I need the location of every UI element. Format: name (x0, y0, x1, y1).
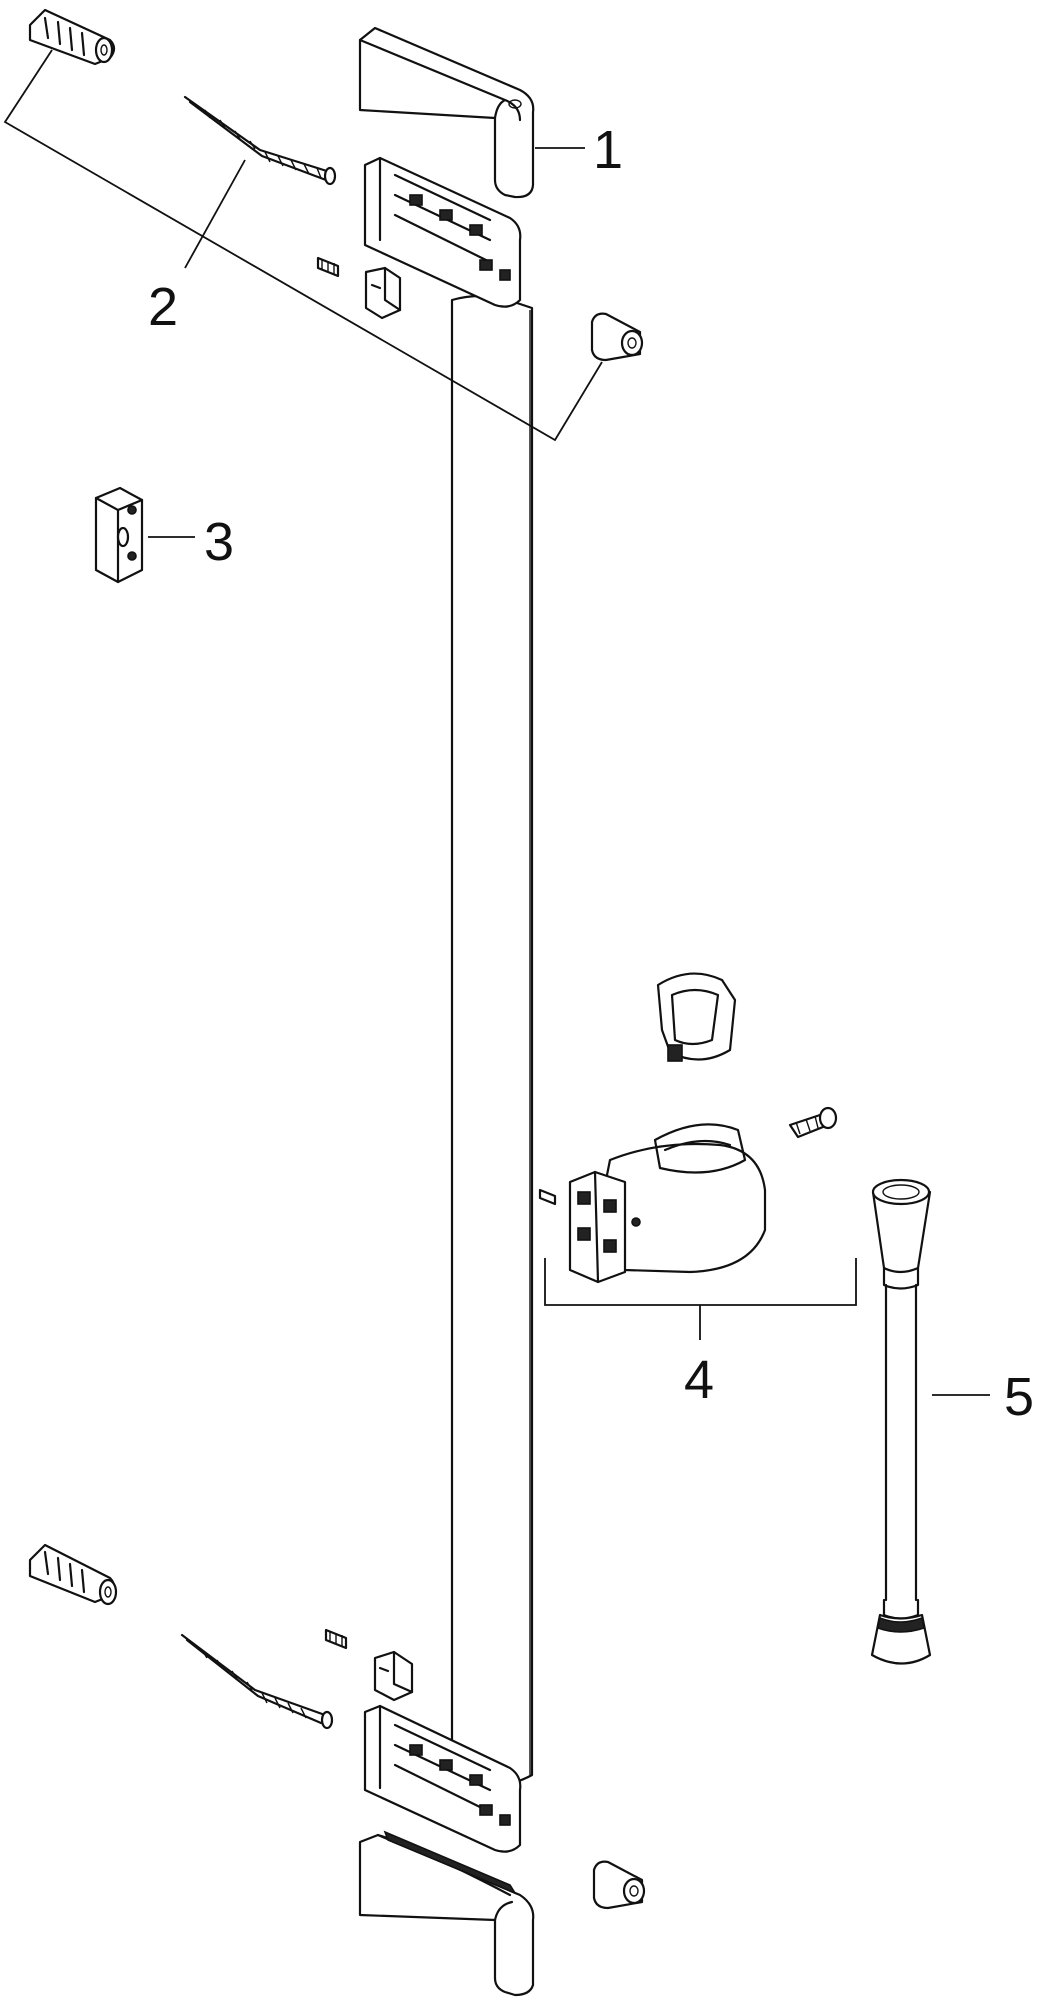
wood-screw-top (183, 95, 337, 186)
callout-3: 3 (204, 512, 234, 572)
callout-4: 4 (684, 1350, 714, 1410)
clip-top (364, 266, 402, 320)
callout-1: 1 (593, 120, 623, 180)
callout-2: 2 (148, 277, 178, 337)
top-cover-cap (358, 26, 535, 199)
dowel-sleeve-top (590, 312, 644, 362)
slide-rail (450, 294, 534, 1786)
dowel-sleeve-bottom (592, 1860, 646, 1910)
grub-screw-bottom (324, 1628, 348, 1650)
wood-screw-bottom (180, 1633, 334, 1730)
callout-5: 5 (1004, 1367, 1034, 1427)
wall-plug-top (28, 8, 116, 66)
bottom-wall-bracket (363, 1704, 522, 1853)
shower-hose (870, 1178, 932, 1665)
spacer-block (94, 486, 144, 584)
leader-lines (3, 49, 990, 1396)
grub-screw-top (316, 256, 340, 278)
shower-holder-assembly (538, 972, 857, 1340)
wall-plug-bottom (28, 1543, 118, 1606)
top-wall-bracket (363, 156, 522, 308)
bottom-cover-cap (358, 1830, 535, 1997)
clip-bottom (373, 1650, 414, 1702)
